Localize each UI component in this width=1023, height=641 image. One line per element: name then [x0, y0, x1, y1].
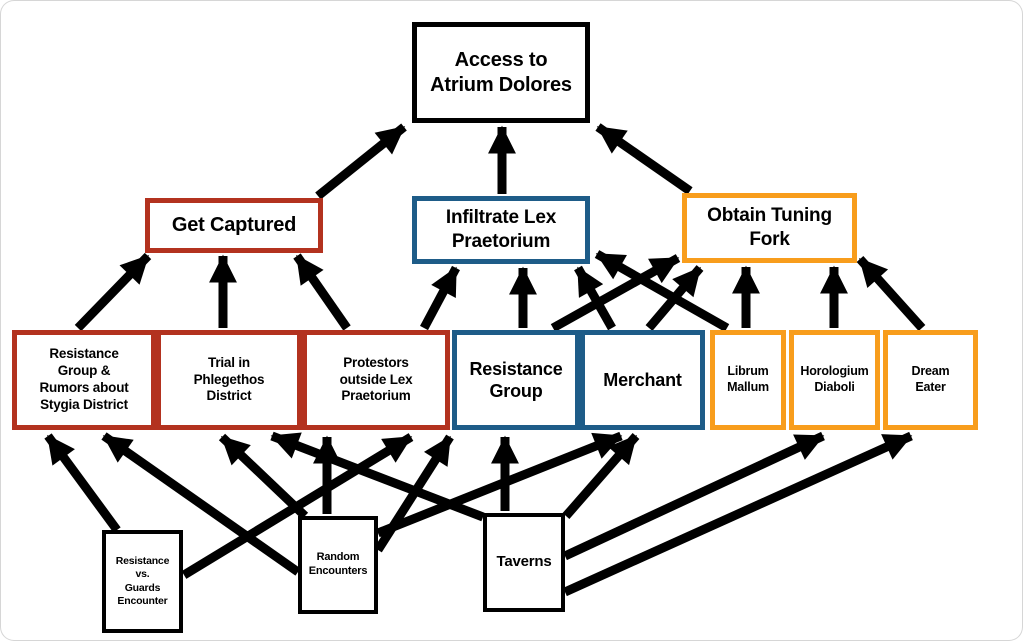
- node-label-obtain-tuning-fork: Obtain Tuning Fork: [707, 205, 832, 250]
- node-protestors-lex: Protestors outside Lex Praetorium: [302, 330, 450, 430]
- edge-random-encounters-to-trial-phlegethos: [218, 433, 309, 520]
- node-label-get-captured: Get Captured: [171, 214, 297, 236]
- node-label-protestors-lex: Protestors outside Lex Praetorium: [339, 354, 413, 404]
- edge-resistance-group-rumors-to-get-captured: [74, 252, 152, 332]
- node-label-taverns: Taverns: [496, 553, 552, 571]
- node-librum-mallum: Librum Mallum: [710, 330, 786, 430]
- edge-random-encounters-to-resistance-group-rumors: [101, 432, 301, 576]
- node-label-random-encounters: Random Encounters: [308, 551, 368, 577]
- node-label-librum-mallum: Librum Mallum: [727, 364, 769, 394]
- edge-get-captured-to-access-atrium-dolores: [315, 123, 407, 200]
- node-label-dream-eater: Dream Eater: [911, 364, 950, 394]
- edge-resistance-vs-guards-to-resistance-group-rumors: [44, 433, 121, 533]
- edge-taverns-to-merchant: [562, 433, 640, 519]
- edge-resistance-group-to-obtain-tuning-fork: [550, 254, 681, 332]
- node-horologium-diaboli: Horologium Diaboli: [789, 330, 880, 430]
- node-dream-eater: Dream Eater: [883, 330, 978, 430]
- edge-random-encounters-to-merchant: [376, 431, 623, 538]
- node-label-resistance-group: Resistance Group: [469, 358, 563, 402]
- node-trial-phlegethos: Trial in Phlegethos District: [156, 330, 302, 430]
- edge-dream-eater-to-obtain-tuning-fork: [856, 255, 926, 332]
- edge-librum-mallum-to-infiltrate-lex-praetorium: [594, 250, 730, 332]
- node-get-captured: Get Captured: [145, 198, 323, 253]
- node-merchant: Merchant: [580, 330, 705, 430]
- edge-taverns-to-trial-phlegethos: [270, 431, 485, 522]
- node-resistance-group: Resistance Group: [452, 330, 580, 430]
- node-label-infiltrate-lex-praetorium: Infiltrate Lex Praetorium: [445, 207, 557, 252]
- node-label-trial-phlegethos: Trial in Phlegethos District: [193, 354, 265, 404]
- edge-obtain-tuning-fork-to-access-atrium-dolores: [595, 123, 693, 195]
- node-taverns: Taverns: [483, 513, 565, 612]
- edge-merchant-to-infiltrate-lex-praetorium: [574, 265, 616, 331]
- edge-protestors-lex-to-get-captured: [293, 253, 351, 331]
- node-label-resistance-group-rumors: Resistance Group & Rumors about Stygia D…: [39, 346, 129, 412]
- node-access-atrium-dolores: Access to Atrium Dolores: [412, 22, 590, 123]
- edge-taverns-to-dream-eater: [563, 431, 913, 597]
- node-random-encounters: Random Encounters: [298, 516, 378, 614]
- edge-protestors-lex-to-infiltrate-lex-praetorium: [420, 265, 460, 331]
- node-infiltrate-lex-praetorium: Infiltrate Lex Praetorium: [412, 196, 590, 264]
- node-label-merchant: Merchant: [603, 369, 682, 390]
- node-label-resistance-vs-guards: Resistance vs. Guards Encounter: [115, 555, 170, 607]
- node-label-horologium-diaboli: Horologium Diaboli: [800, 364, 869, 394]
- edge-taverns-to-horologium-diaboli: [563, 431, 825, 561]
- node-resistance-group-rumors: Resistance Group & Rumors about Stygia D…: [12, 330, 156, 430]
- node-obtain-tuning-fork: Obtain Tuning Fork: [682, 193, 857, 263]
- node-label-access-atrium-dolores: Access to Atrium Dolores: [430, 48, 572, 96]
- node-resistance-vs-guards: Resistance vs. Guards Encounter: [102, 530, 183, 633]
